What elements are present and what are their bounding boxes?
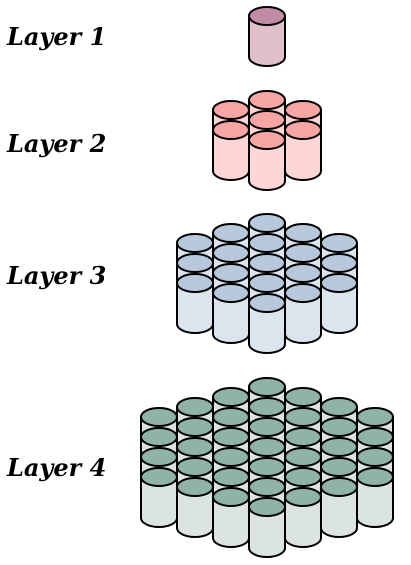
layer-4-label: Layer 4 [6, 453, 106, 482]
cylinder [320, 477, 358, 538]
cylinder [356, 467, 394, 528]
cylinder [320, 273, 358, 334]
layer-1-cylinders [248, 6, 286, 67]
cylinder [248, 293, 286, 354]
cylinder [248, 497, 286, 558]
cylinder [212, 487, 250, 548]
cylinder [176, 477, 214, 538]
cylinder [248, 130, 286, 191]
layer-3-cylinders [176, 213, 358, 354]
layer-2-label: Layer 2 [6, 129, 106, 158]
cylinder [284, 120, 322, 181]
cylinder [212, 283, 250, 344]
cylinder [248, 6, 286, 67]
layer-1-label: Layer 1 [6, 22, 106, 51]
cylinder [176, 273, 214, 334]
layer-4-cylinders [140, 377, 394, 558]
layer-2-cylinders [212, 90, 322, 191]
cylinder [140, 467, 178, 528]
cylinder [284, 283, 322, 344]
layer-3-label: Layer 3 [6, 261, 106, 290]
cylinder [284, 487, 322, 548]
cylinder [212, 120, 250, 181]
